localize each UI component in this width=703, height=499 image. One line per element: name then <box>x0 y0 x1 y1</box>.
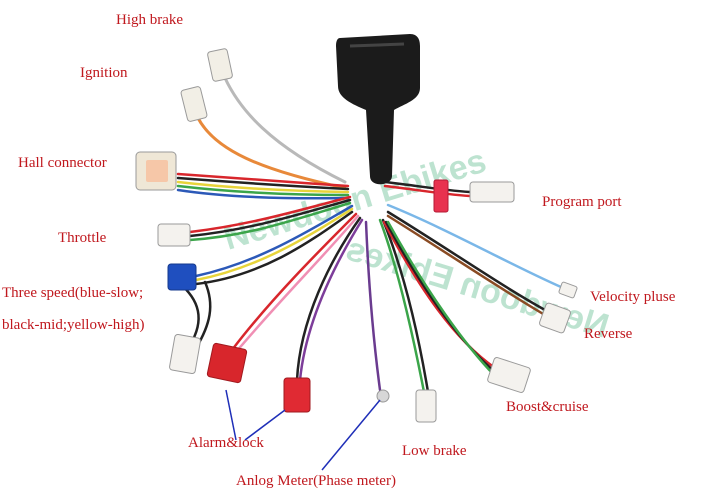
speed-wire-yellow <box>194 207 354 282</box>
boost-wire-black <box>384 220 497 374</box>
reverse-connector <box>539 302 571 334</box>
label-analog-meter: Anlog Meter(Phase meter) <box>236 473 396 489</box>
alarm-wire-black <box>295 216 362 382</box>
label-velocity-pulse: Velocity pluse <box>590 289 676 305</box>
label-three-speed-line2: black-mid;yellow-high) <box>2 317 145 333</box>
label-reverse: Reverse <box>584 326 633 342</box>
hall-wire-blue <box>176 188 350 200</box>
program-wire-red <box>383 184 472 198</box>
high-brake-connector <box>207 48 233 82</box>
ignition-connector <box>180 86 208 122</box>
controller-plug-body <box>336 34 420 185</box>
program-wire-black <box>383 180 472 194</box>
label-three-speed-line1: Three speed(blue-slow; <box>2 285 144 301</box>
alarm-wire-pink <box>234 214 360 354</box>
throttle-wire-red <box>188 195 352 234</box>
three-speed-connector <box>167 263 197 291</box>
label-hall-connector: Hall connector <box>18 155 107 171</box>
label-program-port: Program port <box>542 194 622 210</box>
program-port-connector <box>469 181 515 203</box>
alarm-wire-purple <box>298 218 364 382</box>
throttle-wire-green <box>188 201 352 242</box>
speed-wire-blue <box>194 204 354 278</box>
controller-plug <box>336 34 420 185</box>
label-boost-cruise: Boost&cruise <box>506 399 589 415</box>
speed-wire-black <box>194 210 354 286</box>
throttle-wire-black <box>188 198 352 238</box>
label-low-brake: Low brake <box>402 443 467 459</box>
hall-wire-black <box>176 176 350 191</box>
velocity-pulse-connector <box>558 281 578 299</box>
low-brake-connector <box>415 389 437 423</box>
pointer-lines <box>225 389 381 471</box>
hall-wire-yellow <box>176 180 350 194</box>
hall-wire-green <box>176 184 350 197</box>
label-high-brake: High brake <box>116 12 184 28</box>
extra-speed-connector <box>169 333 201 375</box>
low-brake-wire-green <box>378 218 426 394</box>
hall-wire-red <box>176 172 350 188</box>
reverse-wire-black <box>386 210 547 312</box>
label-alarm-lock: Alarm&lock <box>188 435 264 451</box>
low-brake-wire-black <box>381 218 430 394</box>
boost-wire-green <box>386 220 497 378</box>
meter-wire-purple <box>364 220 382 392</box>
alarm-pointer-left <box>225 389 237 441</box>
controller-plug-highlight <box>349 42 405 48</box>
alarm-connector-2 <box>283 377 311 413</box>
high-brake-wire <box>223 76 347 184</box>
label-ignition: Ignition <box>80 65 128 81</box>
label-throttle: Throttle <box>58 230 107 246</box>
boost-cruise-connector <box>487 357 531 393</box>
meter-pointer <box>321 399 381 471</box>
reverse-wire-brown <box>386 214 547 317</box>
hall-connector-inner <box>146 160 168 182</box>
alarm-pointer-right <box>244 409 286 441</box>
throttle-connector <box>157 223 191 247</box>
wires <box>176 76 570 394</box>
connectors <box>135 48 578 423</box>
alarm-connector-1 <box>206 342 248 384</box>
alarm-wire-red <box>230 212 358 352</box>
meter-ring-terminal <box>376 389 390 403</box>
boost-wire-red <box>382 220 497 370</box>
velocity-wire-blue <box>386 203 570 292</box>
ignition-wire <box>196 116 347 190</box>
program-port-red-sleeve <box>433 179 449 213</box>
